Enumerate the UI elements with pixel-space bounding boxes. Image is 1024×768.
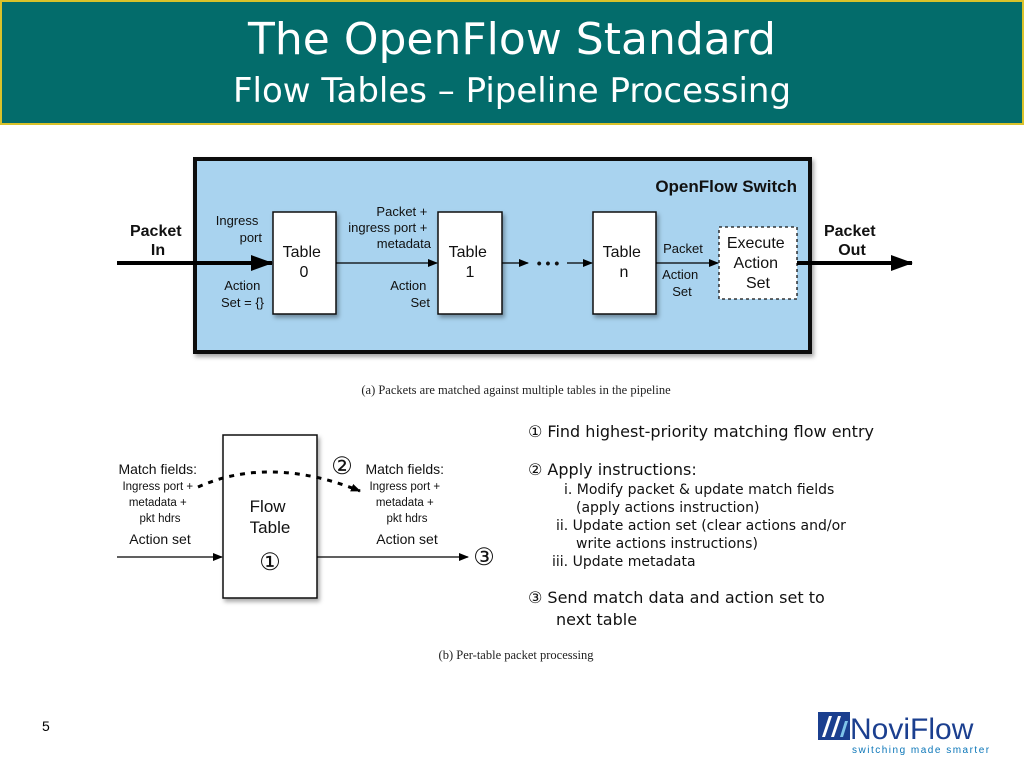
logo-wordmark: NoviFlow [850,713,974,746]
caption-a: (a) Packets are matched against multiple… [361,383,671,397]
table-1-label: Table 1 [449,244,492,281]
match-fields-right: Match fields: Ingress port + metadata + … [365,461,448,525]
page-number: 5 [42,718,50,734]
table-n-box [592,211,657,315]
packet-metadata-label: Packet + ingress port + metadata [348,204,432,251]
update-dashed-arrow [197,470,361,493]
page-title: The OpenFlow Standard [248,14,776,65]
match-fields-left: Match fields: Ingress port + metadata + … [118,461,201,525]
openflow-switch-label: OpenFlow Switch [655,177,797,196]
flow-table-label: Flow Table [250,497,291,537]
packet-out-label: Packet Out [824,223,880,259]
step-3-text: ③ Send match data and action set to [528,588,825,607]
diagram-b: Match fields: Ingress port + metadata + … [117,434,595,662]
execute-action-set-label: Execute Action Set [727,235,789,292]
page-subtitle: Flow Tables – Pipeline Processing [232,71,792,111]
step-2-i: i. Modify packet & update match fields [564,482,835,498]
packet-label-n: Packet [663,241,703,256]
table-1-box [437,211,503,315]
caption-b: (b) Per-table packet processing [439,648,595,662]
noviflow-logo: NoviFlow switching made smarter [816,709,1012,756]
action-set-right: Action set [376,531,438,547]
flow-table-box [222,434,318,599]
logo-tagline: switching made smarter [852,745,991,755]
step-2-text: ② Apply instructions: [528,460,697,479]
step-3-marker: ③ [473,544,495,571]
title-banner: The OpenFlow Standard Flow Tables – Pipe… [0,0,1024,125]
noviflow-logo-icon: NoviFlow switching made smarter [818,712,991,756]
packet-in-label: Packet In [130,223,186,259]
step-2-i-cont: (apply actions instruction) [576,500,760,516]
empty-action-set-label: Action Set = {} [221,278,265,310]
step-1-marker: ① [259,549,281,576]
step-2-ii: ii. Update action set (clear actions and… [556,518,846,534]
step-3-cont: next table [556,610,638,629]
step-2-marker: ② [331,453,353,480]
table-n-label: Table n [603,244,646,281]
processing-steps: ① Find highest-priority matching flow en… [528,421,1008,631]
diagram-a: OpenFlow Switch Packet In Ingress port A… [117,157,913,397]
action-set-label-n: Action Set [662,267,702,299]
table-0-label: Table 0 [283,244,326,281]
step-1-text: ① Find highest-priority matching flow en… [528,422,874,441]
ingress-port-label: Ingress port [216,213,263,245]
step-2-iii: iii. Update metadata [552,554,696,570]
action-set-label-1: Action Set [390,278,430,310]
table-0-box [272,211,337,315]
ellipsis: • • • [537,255,560,271]
action-set-left: Action set [129,531,191,547]
step-2-ii-cont: write actions instructions) [576,536,758,552]
